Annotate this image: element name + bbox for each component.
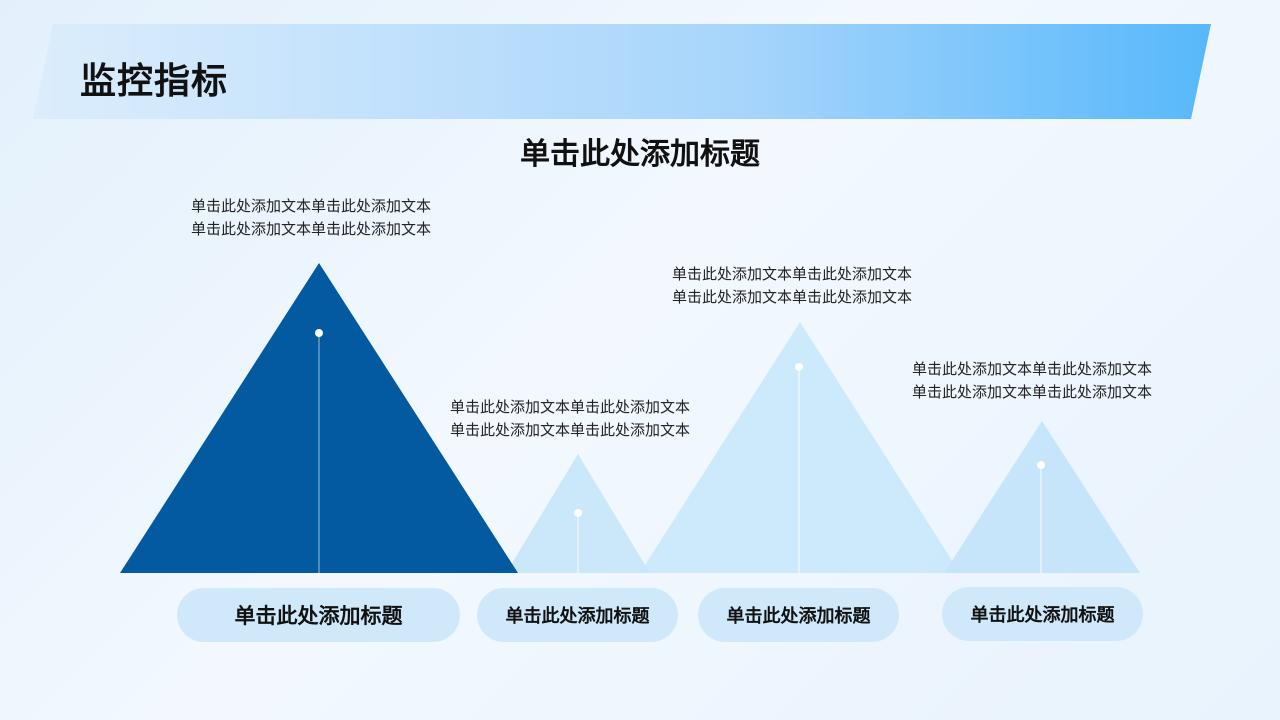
description-1: 单击此处添加文本单击此处添加文本 单击此处添加文本单击此处添加文本 xyxy=(191,195,431,241)
description-2-line-2: 单击此处添加文本单击此处添加文本 xyxy=(450,421,691,439)
mountain-4 xyxy=(944,421,1140,573)
label-pill-2: 单击此处添加标题 xyxy=(477,588,678,642)
label-pill-3: 单击此处添加标题 xyxy=(698,588,899,642)
marker-dot-1 xyxy=(315,329,323,337)
description-2: 单击此处添加文本单击此处添加文本 单击此处添加文本单击此处添加文本 xyxy=(450,396,690,442)
label-pill-4: 单击此处添加标题 xyxy=(942,587,1143,641)
description-4-line-1: 单击此处添加文本单击此处添加文本 xyxy=(912,360,1153,378)
description-1-line-1: 单击此处添加文本单击此处添加文本 xyxy=(191,197,432,215)
description-4: 单击此处添加文本单击此处添加文本 单击此处添加文本单击此处添加文本 xyxy=(912,358,1152,404)
description-4-line-2: 单击此处添加文本单击此处添加文本 xyxy=(912,383,1153,401)
marker-dot-3 xyxy=(795,363,803,371)
mountain-3 xyxy=(640,322,960,573)
header-banner xyxy=(33,24,1211,119)
marker-dot-2 xyxy=(574,509,582,517)
marker-dot-4 xyxy=(1037,461,1045,469)
description-3: 单击此处添加文本单击此处添加文本 单击此处添加文本单击此处添加文本 xyxy=(672,263,912,309)
description-2-line-1: 单击此处添加文本单击此处添加文本 xyxy=(450,398,691,416)
description-3-line-2: 单击此处添加文本单击此处添加文本 xyxy=(672,288,913,306)
label-pill-1: 单击此处添加标题 xyxy=(177,588,460,642)
diagram-title: 单击此处添加标题 xyxy=(520,137,760,172)
description-3-line-1: 单击此处添加文本单击此处添加文本 xyxy=(672,265,913,283)
page-title: 监控指标 xyxy=(80,61,229,102)
description-1-line-2: 单击此处添加文本单击此处添加文本 xyxy=(191,220,432,238)
